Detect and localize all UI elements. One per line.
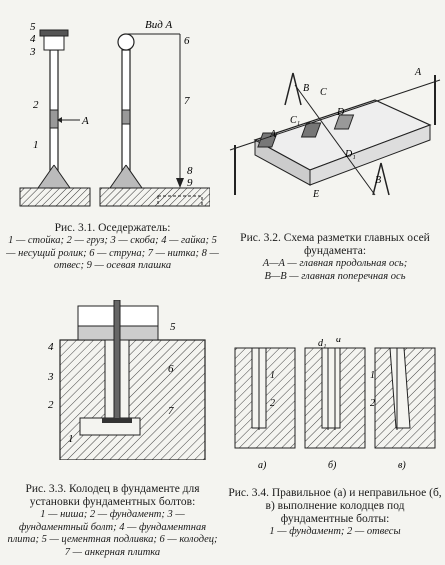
fig32-label-B2: B	[375, 175, 381, 186]
fig31-label-A: A	[81, 115, 89, 127]
figure-3-3-drawing: 5 4 3 6 2 7 1	[47, 300, 206, 460]
fig31-label-7: 7	[184, 95, 190, 107]
fig33-label-1: 1	[68, 433, 74, 445]
fig32-label-C: C	[320, 87, 327, 98]
fig33-label-6: 6	[168, 363, 174, 375]
fig34-legend: 1 — фундамент; 2 — отвесы	[269, 526, 401, 537]
fig31-label-9: 9	[187, 177, 193, 189]
fig32-label-D: D	[336, 107, 345, 118]
fig31-label-view: Вид A	[145, 19, 173, 31]
figure-3-4-caption: Рис. 3.4. Правильное (а) и неправильное …	[228, 487, 442, 539]
fig34-label-d: d	[336, 338, 342, 345]
fig32-title: Рис. 3.2. Схема разметки главных осей фу…	[240, 232, 430, 257]
figure-3-1-drawing: 5 4 3 2 1 A Вид A 6 7 8 9	[19, 19, 210, 207]
fig33-label-3: 3	[47, 371, 54, 383]
fig31-label-6: 6	[184, 35, 190, 47]
fig31-label-2: 2	[33, 99, 39, 111]
fig34-label-1b: 1	[370, 370, 375, 381]
fig34-label-2a: 2	[270, 398, 275, 409]
fig33-label-4: 4	[48, 341, 54, 353]
fig31-legend: 1 — стойка; 2 — груз; 3 — скоба; 4 — гай…	[6, 235, 219, 271]
fig34-label-b: б)	[328, 460, 337, 471]
fig32-label-C1: C₁	[290, 115, 300, 126]
fig32-label-A1: A	[269, 129, 277, 140]
fig31-label-8: 8	[187, 165, 193, 177]
figure-3-4-drawing: d₁ d 1 2 1 2 а) б) в)	[234, 338, 436, 471]
fig31-label-5: 5	[30, 21, 36, 33]
fig31-label-1: 1	[33, 139, 39, 151]
fig34-label-d1: d₁	[318, 338, 326, 349]
figure-3-2-caption: Рис. 3.2. Схема разметки главных осей фу…	[230, 232, 440, 283]
figure-3-3-caption: Рис. 3.3. Колодец в фундаменте для устан…	[5, 483, 220, 559]
fig32-label-E: E	[312, 189, 319, 200]
fig32-label-B1: B	[303, 83, 309, 94]
fig33-legend: 1 — ниша; 2 — фундамент; 3 — фундаментны…	[7, 509, 218, 558]
fig34-label-2b: 2	[370, 398, 375, 409]
fig34-label-a: а)	[258, 460, 267, 471]
fig34-label-v: в)	[398, 460, 406, 471]
figure-3-2-drawing: A A B B C C₁ D D₁ E	[229, 67, 441, 200]
fig32-label-D1: D₁	[344, 149, 356, 160]
figure-3-1-caption: Рис. 3.1. Оседержатель: 1 — стойка; 2 — …	[5, 222, 220, 273]
fig31-title: Рис. 3.1. Оседержатель:	[54, 222, 171, 234]
fig32-label-A2: A	[414, 67, 422, 78]
fig33-label-7: 7	[168, 405, 174, 417]
fig33-label-5: 5	[170, 321, 176, 333]
fig31-label-4: 4	[30, 33, 36, 45]
fig33-label-2: 2	[48, 399, 54, 411]
fig33-title: Рис. 3.3. Колодец в фундаменте для устан…	[25, 483, 200, 508]
fig34-label-1a: 1	[270, 370, 275, 381]
fig32-legend-1: A—A — главная продольная ось;	[262, 258, 408, 269]
fig31-label-3: 3	[29, 46, 36, 58]
fig32-legend-2: B—B — главная поперечная ось	[264, 270, 406, 282]
fig34-title: Рис. 3.4. Правильное (а) и неправильное …	[228, 487, 442, 525]
